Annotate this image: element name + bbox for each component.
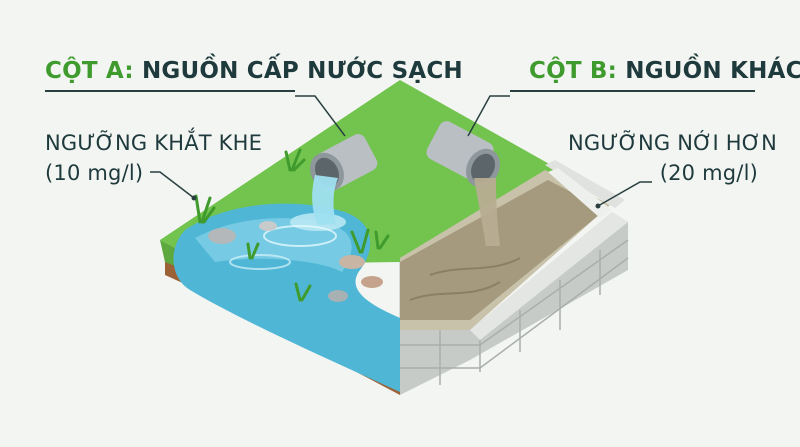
column-b-prefix: CỘT B: <box>529 58 618 84</box>
clean-source-illustration <box>160 80 400 395</box>
column-a-threshold-value: (10 mg/l) <box>45 161 144 185</box>
rock <box>259 221 277 231</box>
rock <box>339 255 365 269</box>
column-b-title: NGUỒN KHÁC <box>625 58 800 84</box>
column-a-title: NGUỒN CẤP NƯỚC SẠCH <box>141 58 463 84</box>
column-a-threshold: NGƯỠNG KHẮT KHE (10 mg/l) <box>45 128 262 188</box>
column-b-threshold: NGƯỠNG NỚI HƠN (20 mg/l) <box>568 128 778 188</box>
column-b-underline <box>510 90 755 92</box>
leader-lines <box>150 95 652 207</box>
column-a-threshold-label: NGƯỠNG KHẮT KHE <box>45 131 263 155</box>
column-a-underline <box>45 90 295 92</box>
rock <box>328 290 348 302</box>
other-source-illustration <box>400 80 629 395</box>
column-b-threshold-label: NGƯỠNG NỚI HƠN <box>568 131 778 155</box>
column-b-threshold-value: (20 mg/l) <box>659 161 758 185</box>
clean-outflow <box>312 175 338 225</box>
column-a-prefix: CỘT A: <box>45 58 134 84</box>
murky-water <box>400 180 605 320</box>
plants <box>194 148 390 302</box>
column-b-heading: CỘT B: NGUỒN KHÁC <box>529 58 800 84</box>
rock <box>361 276 383 288</box>
rock <box>208 228 236 244</box>
column-a-heading: CỘT A: NGUỒN CẤP NƯỚC SẠCH <box>45 58 463 84</box>
murky-outflow <box>474 178 500 246</box>
